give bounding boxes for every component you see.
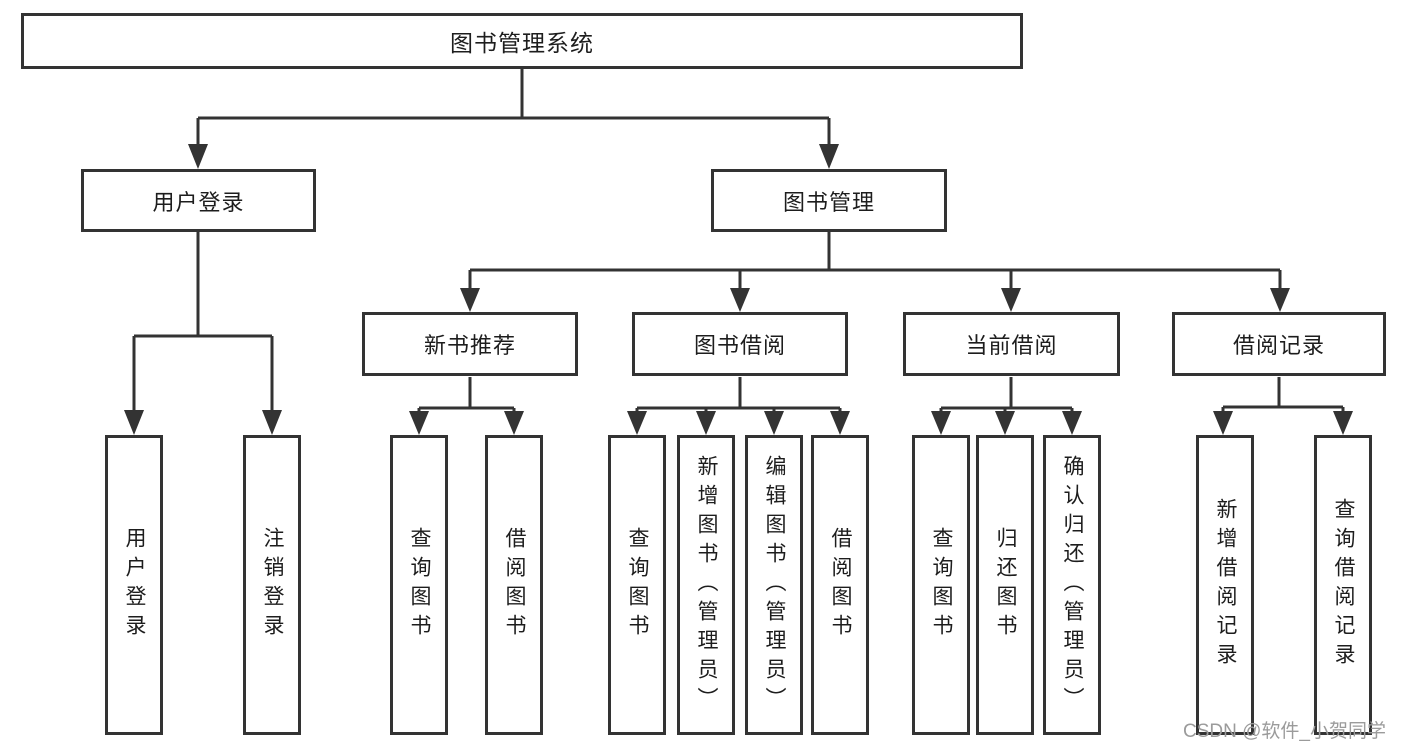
node-current-borrowing: 当前借阅	[903, 312, 1120, 376]
leaf-query-books-borrowing-label: 查询图书	[626, 527, 649, 643]
leaf-confirm-return-admin-label: 确认归还（管理员）	[1061, 454, 1084, 716]
csdn-watermark: CSDN @软件_小贺同学	[1183, 721, 1386, 742]
leaf-borrow-books-label: 借阅图书	[829, 527, 852, 643]
node-new-book-recommendation: 新书推荐	[362, 312, 578, 376]
leaf-edit-books-admin: 编辑图书（管理员）	[745, 435, 803, 735]
leaf-add-books-admin: 新增图书（管理员）	[677, 435, 735, 735]
node-user-login: 用户登录	[81, 169, 316, 232]
leaf-return-books-label: 归还图书	[994, 527, 1017, 643]
leaf-query-books-recommend: 查询图书	[390, 435, 448, 735]
node-book-borrowing-label: 图书借阅	[693, 333, 786, 358]
node-current-borrowing-label: 当前借阅	[965, 333, 1058, 358]
node-borrowing-records: 借阅记录	[1172, 312, 1386, 376]
leaf-add-borrow-record-label: 新增借阅记录	[1214, 498, 1237, 672]
leaf-query-borrow-record-label: 查询借阅记录	[1332, 498, 1355, 672]
leaf-borrow-books: 借阅图书	[811, 435, 869, 735]
leaf-query-borrow-record: 查询借阅记录	[1314, 435, 1372, 735]
leaf-add-books-admin-label: 新增图书（管理员）	[695, 454, 718, 716]
node-borrowing-records-label: 借阅记录	[1232, 333, 1325, 358]
node-root-system: 图书管理系统	[21, 13, 1023, 69]
arrowheads	[124, 144, 1353, 435]
leaf-query-books-borrowing: 查询图书	[608, 435, 666, 735]
leaf-borrow-books-recommend: 借阅图书	[485, 435, 543, 735]
leaf-add-borrow-record: 新增借阅记录	[1196, 435, 1254, 735]
leaf-query-books-recommend-label: 查询图书	[408, 527, 431, 643]
leaf-edit-books-admin-label: 编辑图书（管理员）	[763, 454, 786, 716]
leaf-borrow-books-recommend-label: 借阅图书	[503, 527, 526, 643]
leaf-query-books-current: 查询图书	[912, 435, 970, 735]
node-new-book-recommendation-label: 新书推荐	[423, 333, 516, 358]
leaf-query-books-current-label: 查询图书	[930, 527, 953, 643]
leaf-logout-label: 注销登录	[261, 527, 284, 643]
node-root-label: 图书管理系统	[450, 30, 594, 56]
node-book-management: 图书管理	[711, 169, 947, 232]
leaf-return-books: 归还图书	[976, 435, 1034, 735]
leaf-logout: 注销登录	[243, 435, 301, 735]
node-book-borrowing: 图书借阅	[632, 312, 848, 376]
leaf-user-login: 用户登录	[105, 435, 163, 735]
node-user-login-label: 用户登录	[152, 189, 245, 215]
node-book-management-label: 图书管理	[782, 189, 875, 215]
leaf-user-login-label: 用户登录	[123, 527, 146, 643]
leaf-confirm-return-admin: 确认归还（管理员）	[1043, 435, 1101, 735]
